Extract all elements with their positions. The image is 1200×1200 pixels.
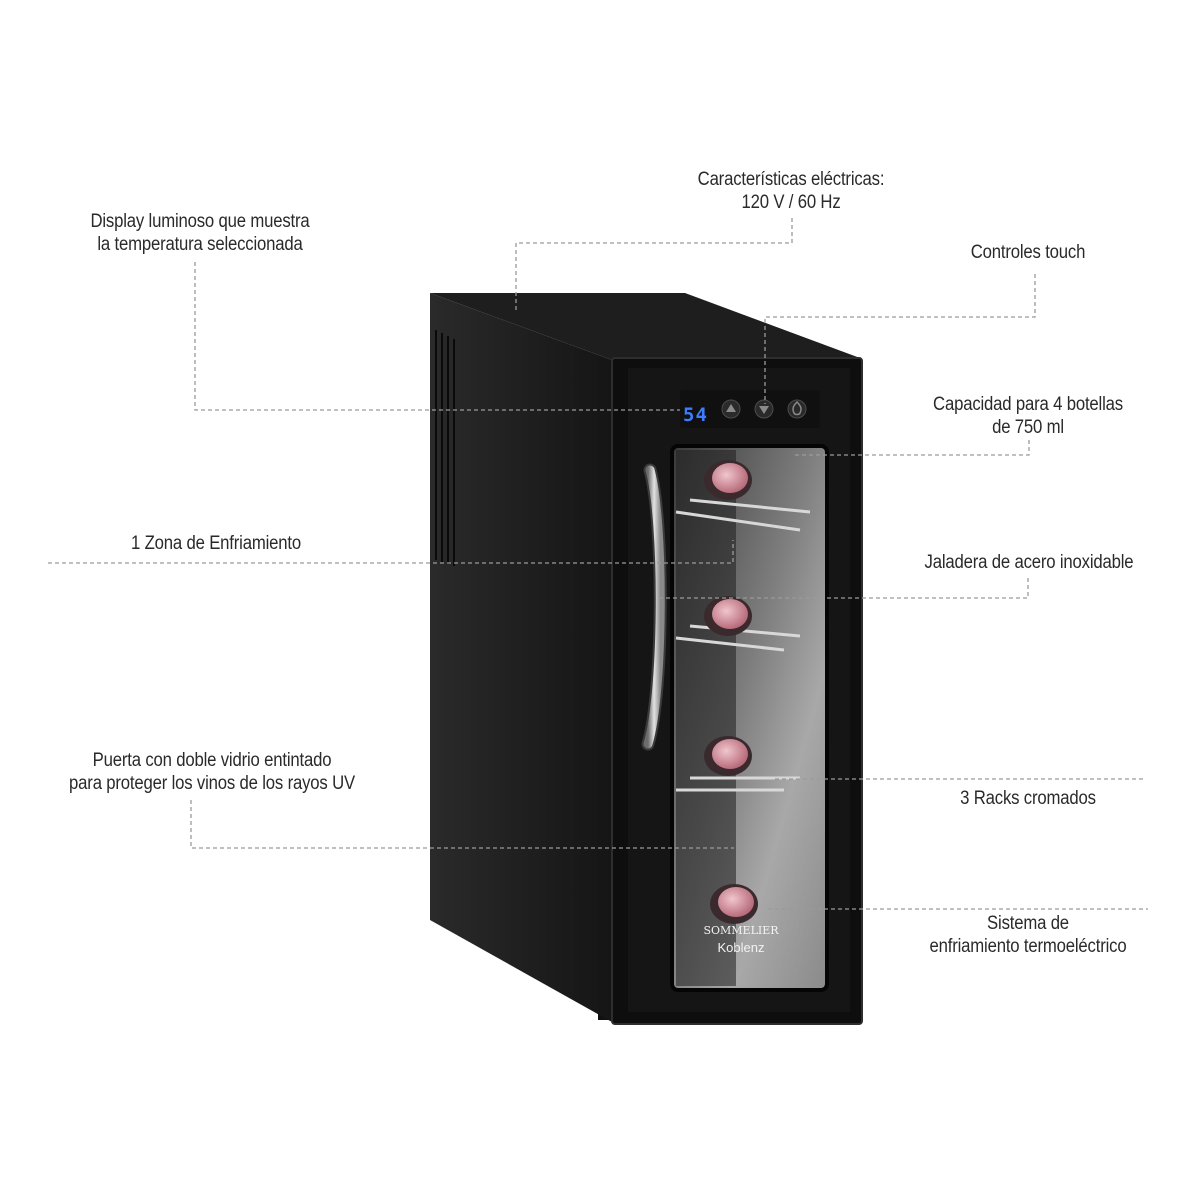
callout-electrical: Características eléctricas: 120 V / 60 H… [655,168,928,214]
callout-controls: Controles touch [940,241,1116,264]
callout-display-line1: Display luminoso que muestra [90,211,310,232]
callout-display: Display luminoso que muestra la temperat… [68,210,332,256]
callout-handle: Jaladera de acero inoxidable [896,551,1162,574]
callout-display-line2: la temperatura seleccionada [97,234,303,255]
touch-controls [721,399,807,419]
callout-cooling-line2: enfriamiento termoeléctrico [929,936,1127,957]
callout-lines [48,218,1148,910]
chrome-racks [675,498,811,792]
brand-sommelier: SOMMELIER [703,924,779,937]
callout-racks: 3 Racks cromados [931,787,1125,810]
light-button-icon [787,399,807,419]
callout-electrical-line2: 120 V / 60 Hz [741,192,841,213]
callout-capacity: Capacidad para 4 botellas de 750 ml [905,393,1151,439]
bottle-3 [704,736,752,776]
callout-electrical-line1: Características eléctricas: [697,169,885,190]
callout-zone-line1: 1 Zona de Enfriamiento [131,533,301,554]
callout-zone: 1 Zona de Enfriamiento [102,532,331,555]
cabinet-side [430,293,612,1022]
control-strip [680,390,820,428]
callout-cooling: Sistema de enfriamiento termoeléctrico [905,912,1151,958]
temperature-display: 54 [683,404,708,426]
callout-door-line1: Puerta con doble vidrio entintado [92,750,332,771]
cabinet-top [430,293,860,360]
side-vents [435,330,455,566]
callout-door: Puerta con doble vidrio entintado para p… [43,749,381,795]
bottle-4 [710,884,758,924]
callout-handle-line1: Jaladera de acero inoxidable [924,552,1134,573]
bottle-2 [704,596,752,636]
callout-controls-line1: Controles touch [970,242,1086,263]
callout-cooling-line1: Sistema de [987,913,1069,934]
callout-capacity-line2: de 750 ml [992,417,1064,438]
callout-racks-line1: 3 Racks cromados [960,788,1096,809]
bottle-1 [704,460,752,500]
brand-koblenz: Koblenz [718,940,765,955]
callout-door-line2: para proteger los vinos de los rayos UV [69,773,355,794]
callout-capacity-line1: Capacidad para 4 botellas [933,394,1123,415]
